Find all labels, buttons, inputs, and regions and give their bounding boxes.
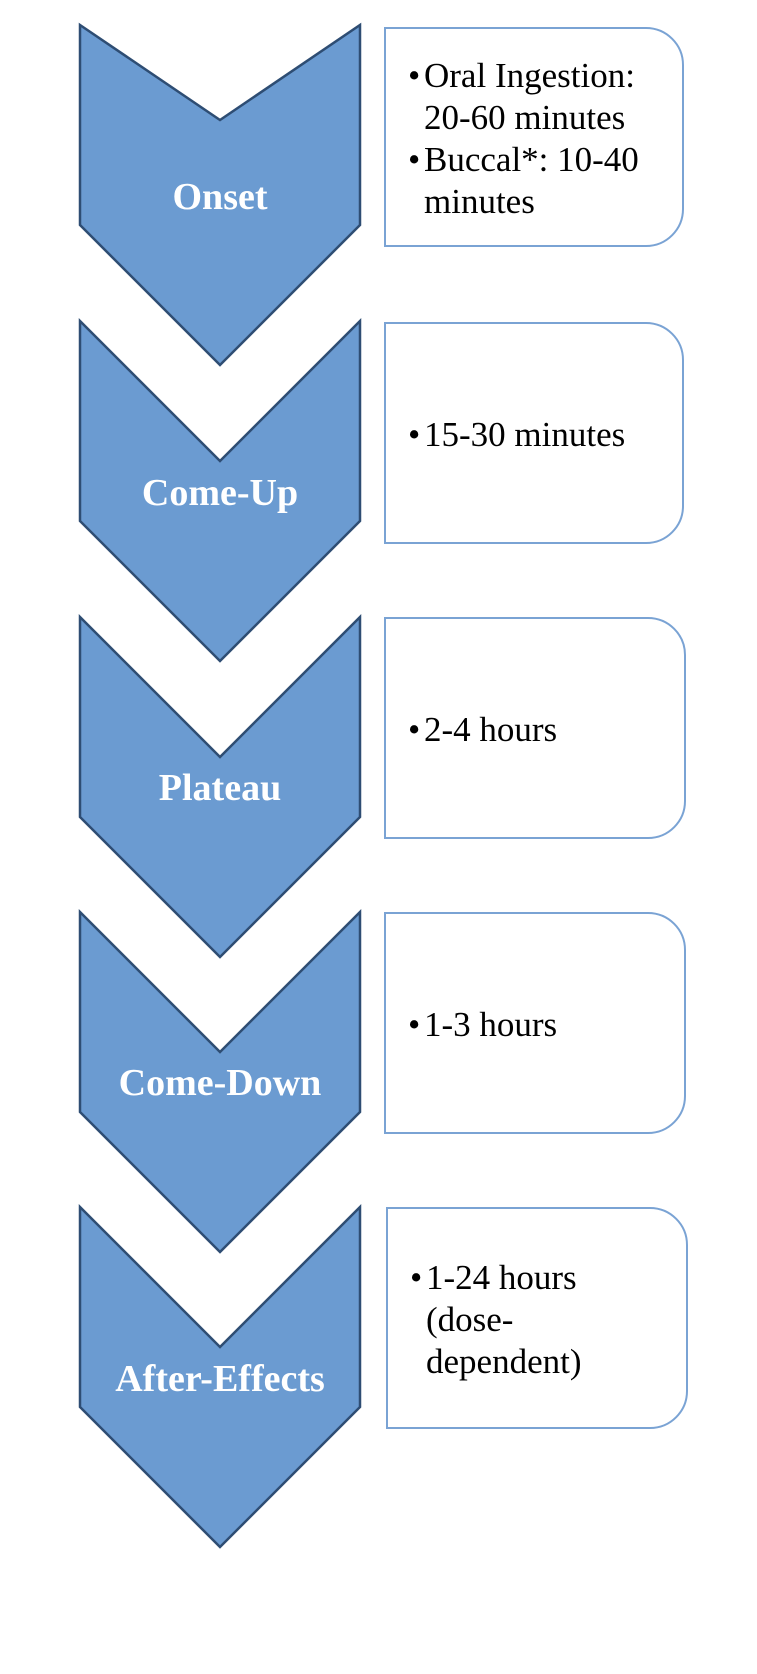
- chevron-stage-5: After-Effects: [78, 1203, 362, 1549]
- chevron-onset-shape: [78, 22, 362, 367]
- chevron-stage-1: Onset: [78, 22, 362, 367]
- detail-item: Oral Ingestion: 20-60 minutes: [408, 55, 672, 139]
- detail-item: 1-24 hours (dose-dependent): [410, 1257, 590, 1383]
- detail-box-come-down: 1-3 hours: [384, 912, 686, 1134]
- detail-list-plateau: 2-4 hours: [408, 709, 674, 751]
- detail-list-onset: Oral Ingestion: 20-60 minutes Buccal*: 1…: [408, 55, 672, 223]
- chevron-come-down-shape: [78, 908, 362, 1254]
- stage-label-plateau: Plateau: [159, 767, 281, 809]
- chevron-stage-4: Come-Down: [78, 908, 362, 1254]
- chevron-stage-3: Plateau: [78, 613, 362, 959]
- detail-box-onset: Oral Ingestion: 20-60 minutes Buccal*: 1…: [384, 27, 684, 247]
- stage-label-come-up: Come-Up: [142, 472, 298, 514]
- stage-label-come-down: Come-Down: [119, 1062, 322, 1104]
- detail-item: 1-3 hours: [408, 1004, 674, 1046]
- chevron-after-effects-shape: [78, 1203, 362, 1549]
- detail-list-come-up: 15-30 minutes: [408, 414, 672, 456]
- chevron-stage-2: Come-Up: [78, 317, 362, 663]
- detail-item: Buccal*: 10-40 minutes: [408, 139, 672, 223]
- detail-item: 2-4 hours: [408, 709, 674, 751]
- detail-item: 15-30 minutes: [408, 414, 672, 456]
- chevron-plateau-shape: [78, 613, 362, 959]
- detail-box-come-up: 15-30 minutes: [384, 322, 684, 544]
- detail-box-plateau: 2-4 hours: [384, 617, 686, 839]
- stage-label-onset: Onset: [173, 176, 268, 218]
- detail-box-after-effects: 1-24 hours (dose-dependent): [386, 1207, 688, 1429]
- detail-list-after-effects: 1-24 hours (dose-dependent): [410, 1257, 590, 1383]
- stage-label-after-effects: After-Effects: [115, 1358, 325, 1400]
- chevron-come-up-shape: [78, 317, 362, 663]
- detail-list-come-down: 1-3 hours: [408, 1004, 674, 1046]
